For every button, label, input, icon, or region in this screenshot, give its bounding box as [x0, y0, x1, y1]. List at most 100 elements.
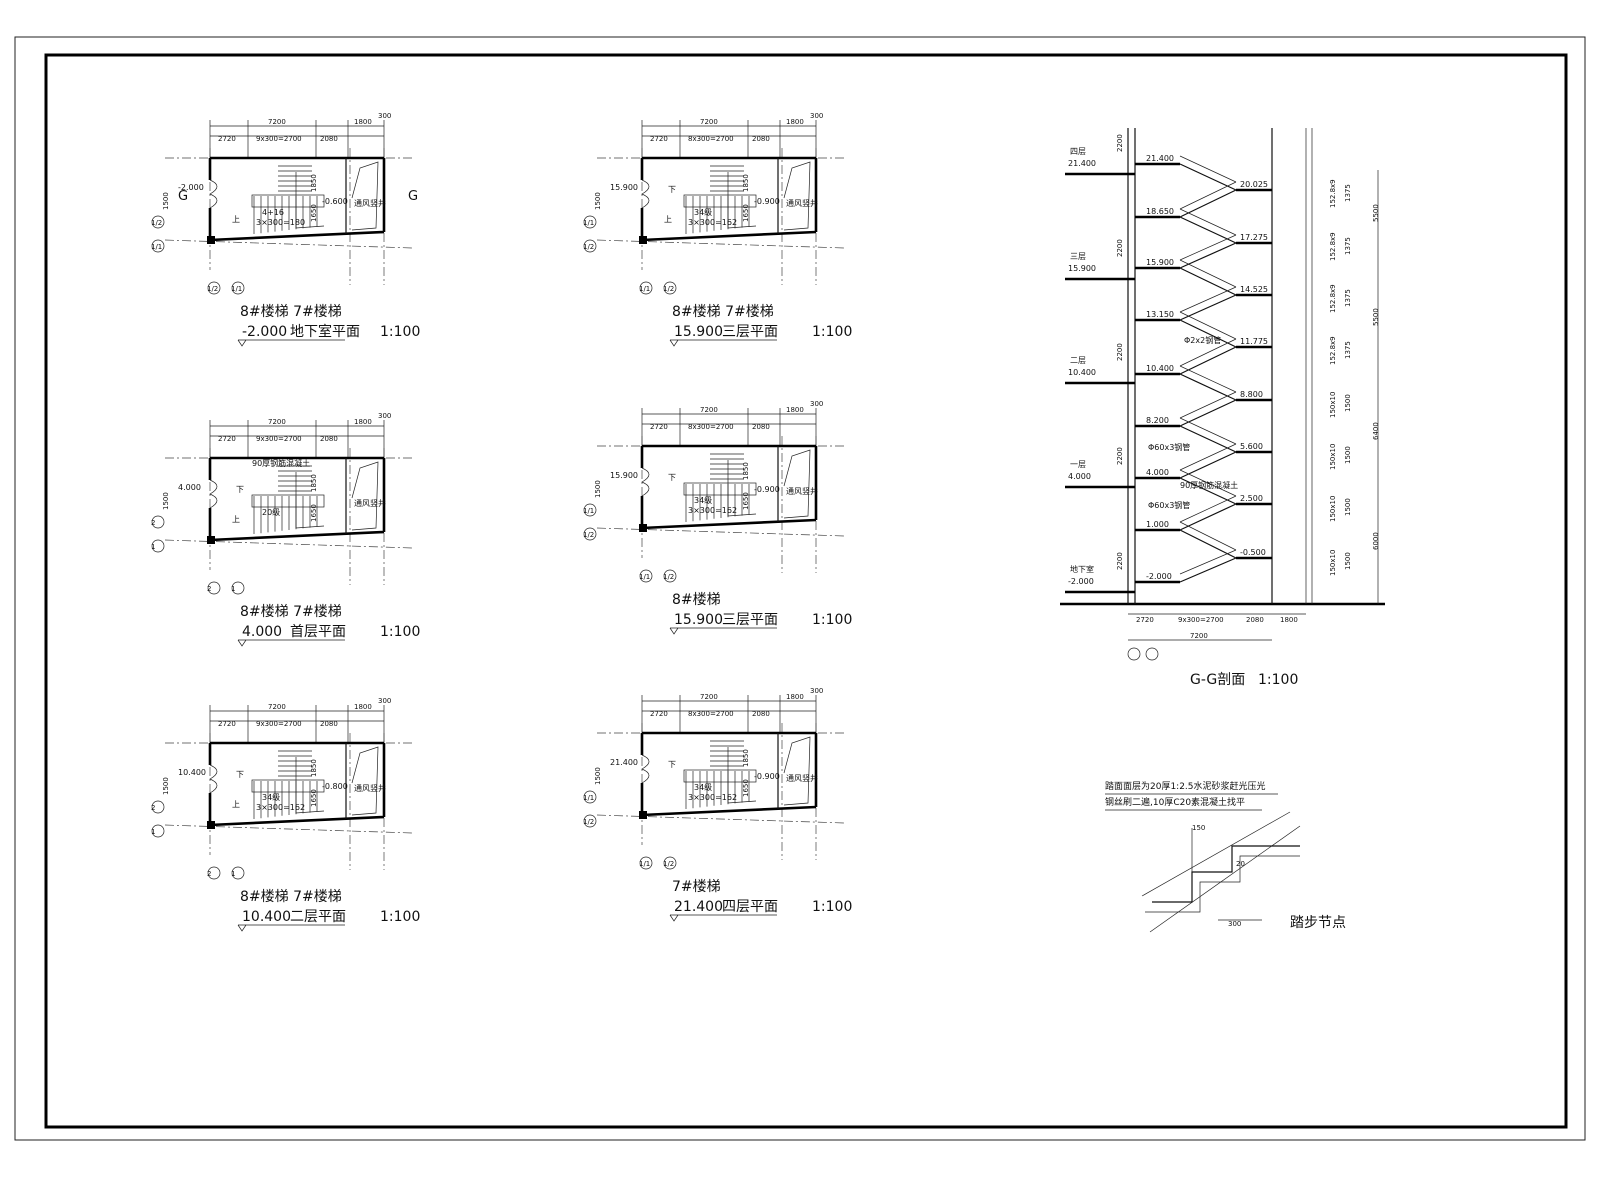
stair-flight-return — [1179, 346, 1237, 375]
landing-right-elev: 2.500 — [1240, 494, 1263, 503]
plan-floor: 三层平面 — [722, 324, 778, 340]
column-mark — [207, 821, 215, 829]
dim-h1: 1850 — [310, 174, 318, 192]
dim-b: 8x300=2700 — [688, 710, 734, 718]
dim-h2: 1650 — [742, 779, 750, 797]
stair-flight-return — [1179, 189, 1237, 218]
wall-bottom — [641, 518, 817, 530]
floor-name-label: 地下室 — [1070, 564, 1094, 574]
plan-level: -2.000 — [242, 324, 287, 340]
dim-c: 2080 — [752, 135, 770, 143]
dim-h1: 1850 — [310, 474, 318, 492]
elev-mid-label: -0.900 — [754, 197, 780, 206]
dim-h1: 1850 — [742, 749, 750, 767]
grid-bubble-b-label: 1 — [151, 828, 155, 836]
grid-bubble-b-label: 1/2 — [583, 818, 594, 826]
axis-line-bottom — [596, 239, 845, 249]
dim-side: 1500 — [162, 777, 170, 795]
grid-bubble-c — [207, 281, 221, 295]
sheet-outer-border — [14, 36, 1586, 1141]
stair-up-label: 上 — [232, 515, 240, 524]
section-note-rail-2: Φ60x3钢管 — [1148, 442, 1190, 452]
dim-a: 2720 — [650, 710, 668, 718]
dim-side: 1500 — [162, 192, 170, 210]
stair-flight-return — [1179, 242, 1237, 269]
dim-h2: 1650 — [742, 204, 750, 222]
height-dim: 5500 — [1372, 308, 1380, 326]
landing-left-elev: 10.400 — [1146, 364, 1174, 373]
section-cut-mark-left: G — [178, 189, 188, 204]
plan-level: 15.900 — [674, 324, 723, 340]
stair-count-dim: 1500 — [1344, 394, 1352, 412]
step-finish-layer — [1145, 855, 1300, 913]
dim-b: 9x300=2700 — [256, 720, 302, 728]
landing-left-elev: 8.200 — [1146, 416, 1169, 425]
floor-height-label: 2200 — [1116, 447, 1124, 465]
grid-bubble-d-label: 1/1 — [231, 285, 242, 293]
dim-h1: 1850 — [742, 174, 750, 192]
section-note-rail: Φ2x2钢管 — [1184, 335, 1221, 345]
step-profile — [1152, 845, 1300, 903]
handrail — [1179, 338, 1237, 367]
grid-bubble-b — [583, 814, 597, 828]
dim-total: 7200 — [268, 703, 286, 711]
stair-arrow-path — [727, 747, 757, 804]
landing-left-elev: 1.000 — [1146, 520, 1169, 529]
room-label: 通风竖井 — [354, 783, 386, 793]
stair-flight-return — [1179, 557, 1237, 583]
stair-flight-down — [1179, 477, 1237, 505]
section-grid-bubble-a — [1127, 647, 1141, 661]
level-marker — [669, 339, 679, 347]
section-title: G-G剖面 — [1190, 672, 1245, 688]
handrail — [1179, 443, 1237, 471]
door-swing — [209, 479, 218, 509]
dim-h1: 1850 — [310, 759, 318, 777]
floor-elev-label: 15.900 — [1068, 264, 1096, 273]
riser-label: 152.8x9 — [1329, 232, 1337, 261]
grid-bubble-a — [151, 215, 165, 229]
stair-count-label: 4+16 — [262, 208, 284, 217]
grid-bubble-d — [663, 569, 677, 583]
stair-formula-label: 3×300=162 — [256, 803, 305, 812]
landing-left-elev: 15.900 — [1146, 258, 1174, 267]
floor-height-label: 2200 — [1116, 239, 1124, 257]
plan-caption: 8#楼梯 7#楼梯 — [240, 604, 342, 620]
room-label: 通风竖井 — [354, 498, 386, 508]
grid-bubble-c — [639, 569, 653, 583]
stair-count-dim: 1500 — [1344, 552, 1352, 570]
dim-c: 2080 — [320, 720, 338, 728]
landing-right-elev: 17.275 — [1240, 233, 1268, 242]
stair-arrow-path — [295, 757, 325, 814]
stair-formula-label: 3×300=162 — [688, 506, 737, 515]
landing-right-elev: 20.025 — [1240, 180, 1268, 189]
elev-left-label: -2.000 — [178, 183, 204, 192]
level-marker — [237, 639, 247, 647]
grid-bubble-d-label: 1 — [231, 585, 235, 593]
shaft-outline — [351, 461, 379, 531]
axis-line-bottom — [164, 239, 413, 249]
grid-bubble-a-label: 2 — [151, 804, 155, 812]
stair-formula-label: 3×300=162 — [688, 793, 737, 802]
stair-formula-label: 3×300=162 — [688, 218, 737, 227]
stair-flight-return — [1179, 451, 1237, 479]
stair-count-dim: 1375 — [1344, 184, 1352, 202]
grid-bubble-a — [151, 800, 165, 814]
handrail — [1179, 521, 1237, 551]
handrail — [1179, 155, 1237, 183]
stair-count-label: 34级 — [694, 782, 712, 792]
shaft-outline — [783, 736, 811, 806]
plan-scale: 1:100 — [380, 624, 420, 640]
riser-label: 152.8x9 — [1329, 179, 1337, 208]
elev-mid-label: -0.800 — [322, 782, 348, 791]
bottom-dim-a: 2720 — [1136, 616, 1154, 624]
plan-scale: 1:100 — [812, 899, 852, 915]
dim-end: 300 — [810, 400, 823, 408]
dim-right: 1800 — [354, 703, 372, 711]
dim-total: 7200 — [700, 118, 718, 126]
stair-down-label: 下 — [668, 473, 676, 482]
dim-h2: 1650 — [310, 789, 318, 807]
dim-end: 300 — [810, 687, 823, 695]
riser-label: 150x10 — [1329, 496, 1337, 522]
